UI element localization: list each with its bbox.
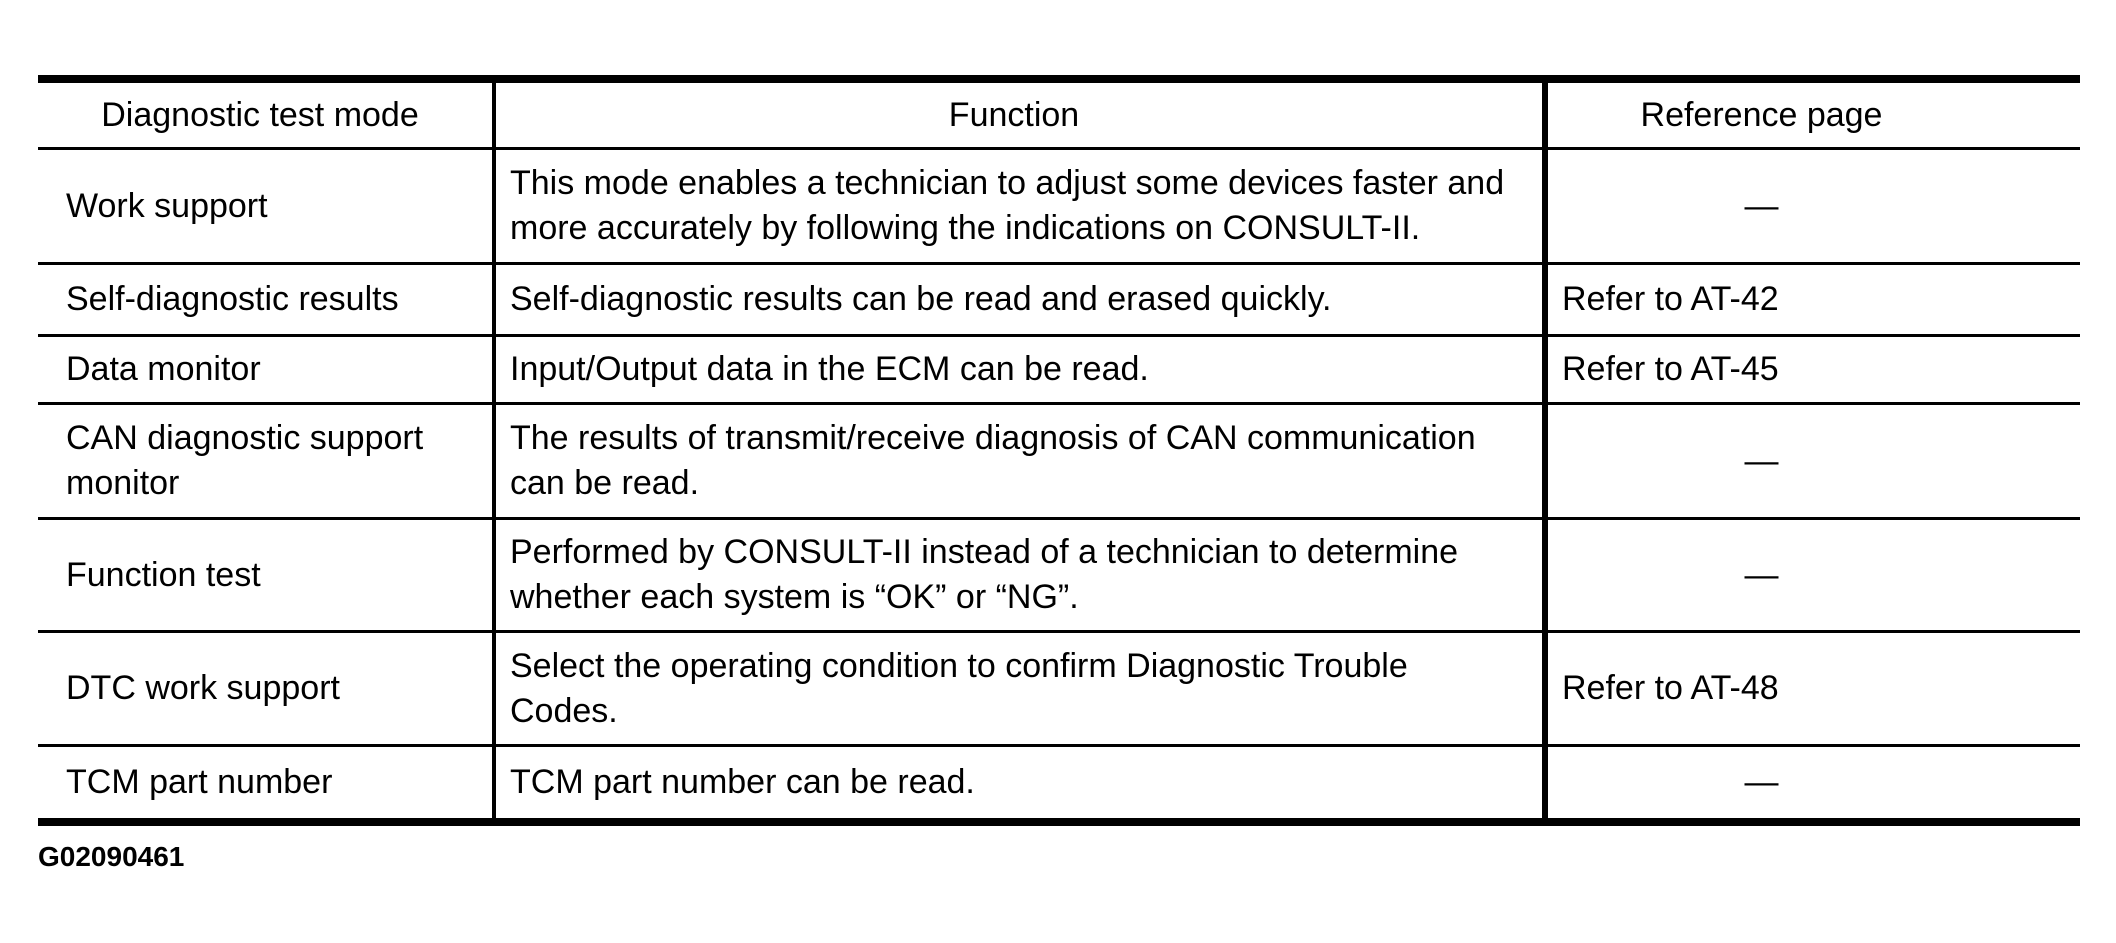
cell-reference: Refer to AT-42 [1542,265,2080,334]
cell-function: Performed by CONSULT-II instead of a tec… [492,520,1542,630]
cell-mode: Data monitor [66,350,261,388]
column-header-reference-page: Reference page [1542,83,2080,147]
cell-mode: DTC work support [66,669,340,707]
cell-mode: TCM part number [66,763,333,801]
cell-function: Select the operating condition to confir… [492,633,1542,744]
cell-mode: Self-diagnostic results [66,280,399,318]
table-row-dtc-work-support: DTC work support Select the operating co… [38,633,2080,747]
table-row-self-diagnostic-results: Self-diagnostic results Self-diagnostic … [38,265,2080,337]
cell-reference: — [1542,405,2080,517]
table-header-row: Diagnostic test mode Function Reference … [38,83,2080,150]
diagnostic-test-mode-table: Diagnostic test mode Function Reference … [38,75,2080,826]
cell-function: Self-diagnostic results can be read and … [492,265,1542,334]
table-row-work-support: Work support This mode enables a technic… [38,150,2080,265]
figure-code: G02090461 [38,841,185,872]
cell-reference: — [1542,520,2080,630]
cell-mode: Function test [66,555,261,594]
table-row-data-monitor: Data monitor Input/Output data in the EC… [38,337,2080,405]
column-header-diagnostic-test-mode: Diagnostic test mode [101,95,419,134]
cell-function: TCM part number can be read. [492,747,1542,818]
cell-reference: Refer to AT-48 [1542,633,2080,744]
cell-function: Input/Output data in the ECM can be read… [492,337,1542,402]
cell-function: This mode enables a technician to adjust… [492,150,1542,262]
table-row-function-test: Function test Performed by CONSULT-II in… [38,520,2080,633]
column-header-function: Function [492,83,1542,147]
cell-function: The results of transmit/receive diagnosi… [492,405,1542,517]
cell-mode: Work support [66,186,268,225]
cell-mode: CAN diagnostic support monitor [66,419,424,502]
cell-reference: — [1542,150,2080,262]
cell-reference: Refer to AT-45 [1542,337,2080,402]
cell-reference: — [1542,747,2080,818]
table-row-can-diagnostic-support-monitor: CAN diagnostic support monitor The resul… [38,405,2080,520]
table-row-tcm-part-number: TCM part number TCM part number can be r… [38,747,2080,818]
